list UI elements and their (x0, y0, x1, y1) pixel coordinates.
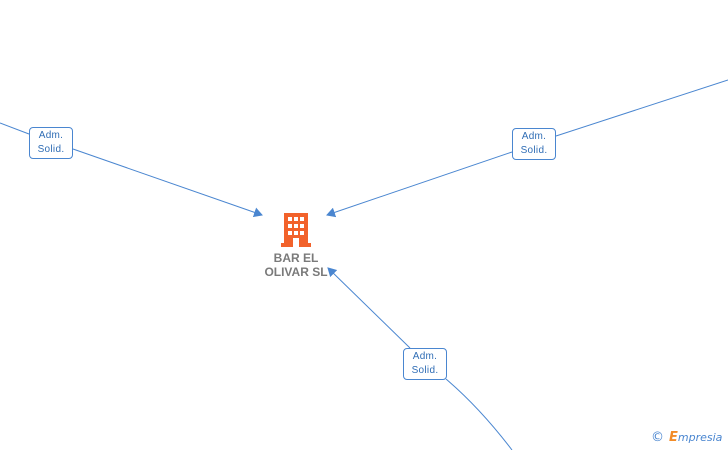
edge-label-bottom[interactable]: Adm. Solid. (403, 348, 447, 380)
brand-initial: E (669, 430, 678, 445)
edge-label-right[interactable]: Adm. Solid. (512, 128, 556, 160)
edge-right-segment-a (555, 79, 728, 137)
company-name-line1: BAR EL (273, 251, 319, 265)
edge-bottom-arrow (327, 267, 411, 349)
edge-bottom-segment-a (445, 378, 513, 450)
edge-label-type: Solid. (411, 365, 439, 376)
edge-left-arrow (72, 148, 263, 218)
edge-label-role: Adm. (521, 131, 547, 142)
building-icon (281, 213, 311, 247)
edge-label-role: Adm. (412, 351, 438, 362)
edge-right-arrow (326, 151, 513, 218)
edge-label-type: Solid. (37, 144, 65, 155)
edge-label-left[interactable]: Adm. Solid. (29, 127, 73, 159)
company-name: BAR EL OLIVAR SL (248, 251, 344, 279)
edge-left-segment-a (0, 122, 30, 135)
edge-label-type: Solid. (520, 145, 548, 156)
empresia-watermark: © E mpresia (651, 430, 722, 445)
brand-name: mpresia (677, 431, 723, 444)
edge-label-role: Adm. (38, 130, 64, 141)
company-node[interactable]: BAR EL OLIVAR SL (248, 213, 344, 279)
company-name-line2: OLIVAR SL (264, 265, 328, 279)
copyright-icon: © (651, 430, 664, 445)
